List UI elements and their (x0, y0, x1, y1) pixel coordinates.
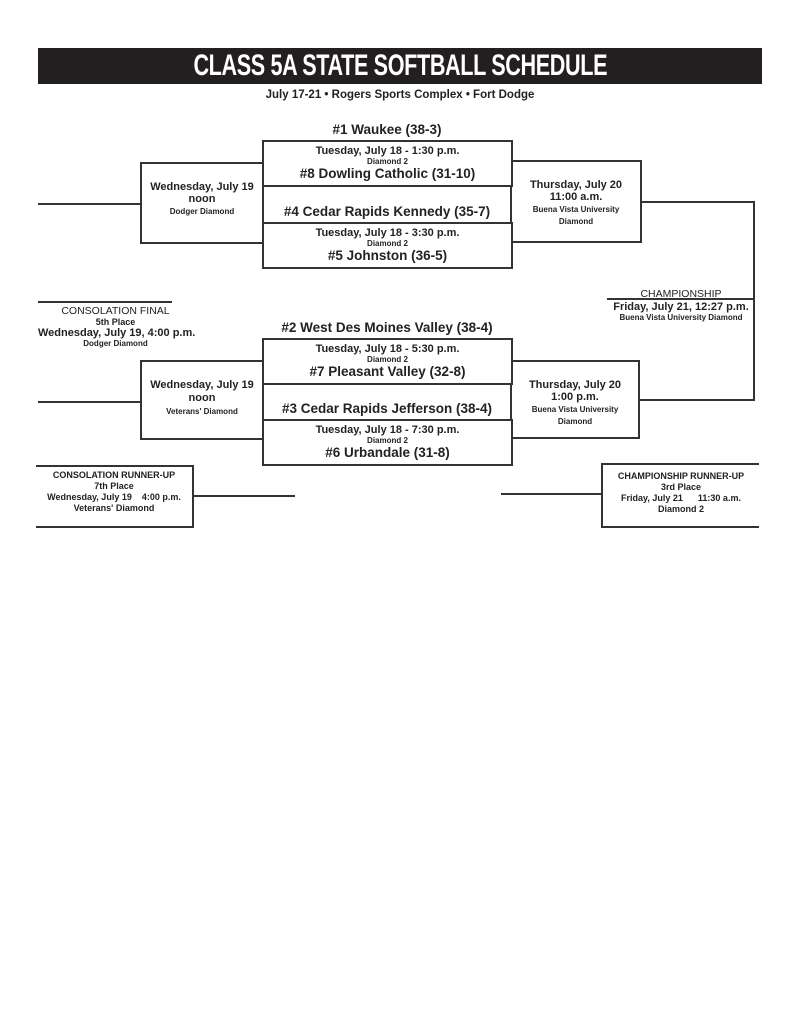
championship-runner-up: CHAMPIONSHIP RUNNER-UP 3rd Place Friday,… (601, 463, 759, 528)
consolation-final-venue: Dodger Diamond (83, 339, 148, 348)
place-label: 7th Place (94, 481, 134, 491)
game-time: Wednesday, July 19 4:00 p.m. (47, 492, 181, 502)
game-venue: Diamond 2 (367, 355, 408, 364)
game-venue: Diamond 2 (657, 504, 704, 514)
game-time: 1:00 p.m. (551, 391, 599, 403)
game-time: Tuesday, July 18 - 3:30 p.m. (315, 227, 460, 239)
game-venue: Veterans' Diamond (166, 407, 238, 416)
championship-venue: Buena Vista University Diamond (619, 313, 743, 322)
bracket-line (38, 301, 172, 303)
game-venue: Buena Vista University (531, 405, 619, 414)
game-time: noon (188, 392, 216, 404)
bracket-line (640, 201, 755, 203)
team-bottom: #8 Dowling Catholic (31-10) (299, 166, 476, 181)
championship-runner-up-label: CHAMPIONSHIP RUNNER-UP (617, 471, 745, 481)
game-time: Tuesday, July 18 - 7:30 p.m. (315, 424, 460, 436)
game-venue: Diamond (557, 417, 593, 426)
game-date: Wednesday, July 19 (150, 379, 254, 391)
team-bottom: #7 Pleasant Valley (32-8) (309, 364, 466, 379)
consolation-runner-up: CONSOLATION RUNNER-UP 7th Place Wednesda… (36, 465, 194, 528)
game-venue: Diamond 2 (367, 436, 408, 445)
team-top: #4 Cedar Rapids Kennedy (35-7) (283, 204, 491, 219)
championship-label: CHAMPIONSHIP (640, 288, 722, 300)
game-date: Wednesday, July 19 (150, 181, 254, 193)
game-time: Tuesday, July 18 - 1:30 p.m. (315, 145, 460, 157)
game-venue: Diamond 2 (367, 239, 408, 248)
game-time: noon (188, 193, 216, 205)
consolation-final: CONSOLATION FINAL 5th Place Wednesday, J… (38, 305, 196, 348)
game-date: Thursday, July 20 (528, 379, 622, 391)
championship: CHAMPIONSHIP Friday, July 21, 12:27 p.m.… (600, 288, 762, 322)
game-time: Tuesday, July 18 - 5:30 p.m. (315, 343, 460, 355)
place-label: 3rd Place (660, 482, 702, 492)
game-3: Tuesday, July 18 - 5:30 p.m. Diamond 2 #… (262, 338, 513, 385)
title-bar: CLASS 5A STATE SOFTBALL SCHEDULE (38, 48, 762, 84)
team-top: #1 Waukee (38-3) (332, 122, 442, 137)
game-time: 11:00 a.m. (549, 191, 603, 203)
bracket-line (38, 401, 140, 403)
team-top: #3 Cedar Rapids Jefferson (38-4) (281, 401, 493, 416)
bracket-line (38, 203, 140, 205)
consolation-semi-1: Wednesday, July 19 noon Dodger Diamond (140, 162, 264, 244)
game-time: Friday, July 21 11:30 a.m. (621, 493, 741, 503)
consolation-final-label: CONSOLATION FINAL (61, 305, 170, 317)
game-venue: Dodger Diamond (169, 207, 235, 216)
team-bottom: #5 Johnston (36-5) (327, 248, 448, 263)
game-1: Tuesday, July 18 - 1:30 p.m. Diamond 2 #… (262, 140, 513, 187)
consolation-semi-2: Wednesday, July 19 noon Veterans' Diamon… (140, 360, 264, 440)
game-venue: Diamond 2 (367, 157, 408, 166)
championship-time: Friday, July 21, 12:27 p.m. (613, 301, 749, 313)
game-venue: Diamond (558, 217, 594, 226)
semifinal-2: Thursday, July 20 1:00 p.m. Buena Vista … (510, 360, 640, 439)
team-bottom: #6 Urbandale (31-8) (325, 445, 450, 460)
consolation-final-time: Wednesday, July 19, 4:00 p.m. (38, 327, 196, 339)
page-title: CLASS 5A STATE SOFTBALL SCHEDULE (193, 49, 607, 82)
place-label: 5th Place (95, 317, 136, 327)
semifinal-1: Thursday, July 20 11:00 a.m. Buena Vista… (510, 160, 642, 243)
game-venue: Veterans' Diamond (73, 503, 155, 513)
consolation-runner-up-label: CONSOLATION RUNNER-UP (52, 470, 176, 480)
bracket-line (607, 298, 755, 300)
bracket-line (193, 495, 295, 497)
bracket-line (753, 201, 755, 401)
bracket-line (638, 399, 755, 401)
game-2: Tuesday, July 18 - 3:30 p.m. Diamond 2 #… (262, 222, 513, 269)
team-top: #2 West Des Moines Valley (38-4) (281, 320, 493, 335)
game-date: Thursday, July 20 (529, 179, 623, 191)
subtitle: July 17-21 • Rogers Sports Complex • For… (265, 89, 535, 101)
game-4: Tuesday, July 18 - 7:30 p.m. Diamond 2 #… (262, 419, 513, 466)
bracket-line (501, 493, 601, 495)
game-venue: Buena Vista University (532, 205, 620, 214)
